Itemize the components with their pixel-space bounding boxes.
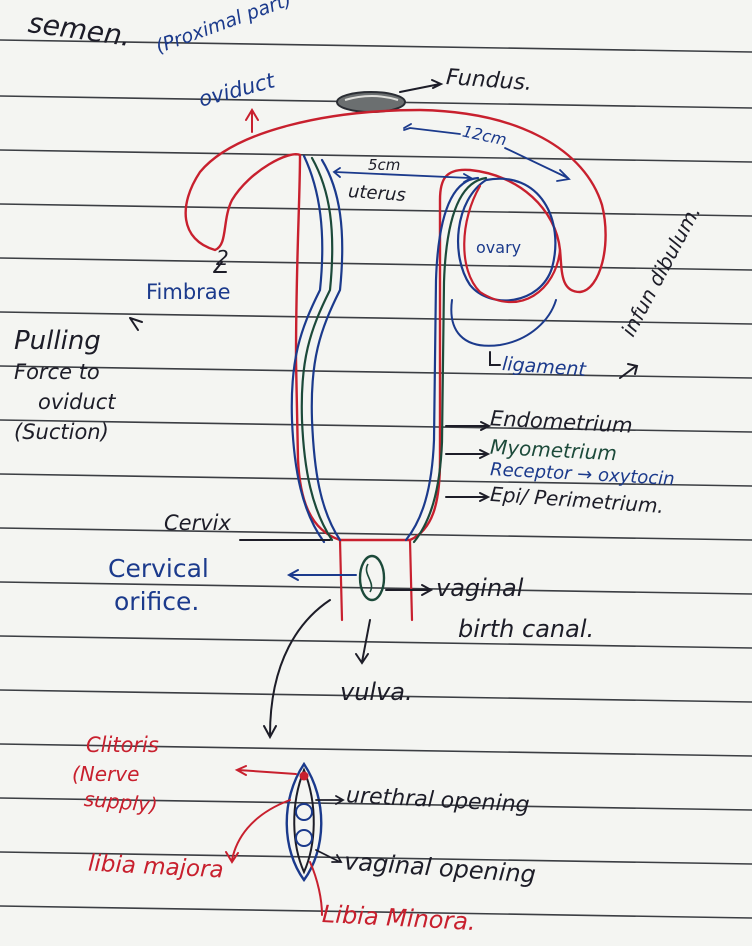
label-pulling-1: Pulling	[14, 328, 101, 354]
label-5cm: 5cm	[368, 158, 400, 173]
label-supply: supply)	[83, 789, 158, 815]
label-clitoris: Clitoris	[86, 735, 159, 756]
label-fundus: Fundus.	[445, 67, 532, 95]
label-pulling-2: Force to	[14, 362, 100, 383]
vulva-oval-icon	[226, 764, 343, 915]
label-pulling-3: oviduct	[38, 392, 116, 413]
label-nerve: (Nerve	[72, 764, 139, 784]
label-pulling-4: (Suction)	[14, 422, 109, 443]
label-vaginal: vaginal	[436, 576, 523, 600]
label-orifice: orifice.	[114, 589, 199, 614]
label-cervical: Cervical	[108, 556, 209, 581]
label-vulva: vulva.	[340, 680, 413, 704]
label-cervix: Cervix	[164, 513, 231, 534]
label-uterus: uterus	[347, 183, 406, 205]
label-fimbrae-number: 2	[216, 248, 229, 268]
label-birth-canal: birth canal.	[458, 617, 594, 641]
cervical-orifice-oval	[360, 556, 384, 600]
label-libia-minora: Libia Minora.	[321, 902, 476, 934]
fundus-shape	[337, 92, 405, 112]
label-fimbrae: Fimbrae	[146, 282, 231, 303]
label-ovary: ovary	[476, 240, 521, 256]
